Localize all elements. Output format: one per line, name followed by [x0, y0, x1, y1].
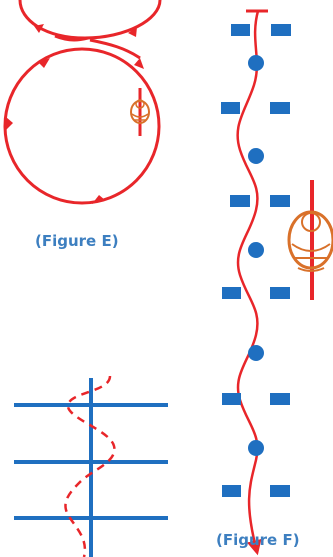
bottom-left-diagram	[14, 375, 168, 557]
marker-dot	[248, 148, 264, 164]
marker-dot	[248, 345, 264, 361]
arrow-head-icon	[6, 117, 13, 130]
gate-marker	[270, 393, 290, 405]
figure-e-caption: (Figure E)	[35, 232, 119, 250]
crossing-path-left	[54, 34, 89, 42]
blue-gate-markers	[221, 24, 291, 497]
figure-f	[221, 9, 333, 556]
upper-loop-path	[18, 0, 162, 40]
gate-marker	[221, 102, 240, 114]
gate-marker	[231, 24, 250, 36]
snake-path	[236, 10, 262, 556]
gate-marker	[270, 287, 290, 299]
figure-f-caption: (Figure F)	[216, 531, 300, 549]
gate-marker	[270, 195, 290, 207]
marker-dot	[248, 440, 264, 456]
figure-e	[3, 0, 162, 205]
skier-figure-icon	[130, 88, 150, 136]
arrow-head-icon	[38, 58, 50, 68]
marker-dot	[248, 55, 264, 71]
loop-circle	[3, 47, 161, 205]
marker-dot	[248, 242, 264, 258]
gate-marker	[270, 102, 290, 114]
crossing-path-right	[89, 38, 141, 60]
gate-marker	[222, 485, 241, 497]
arrow-head-icon	[134, 58, 144, 69]
arrow-head-icon	[34, 24, 44, 33]
gate-marker	[222, 287, 241, 299]
gate-marker	[270, 485, 290, 497]
skier-figure-icon	[287, 180, 333, 300]
gate-marker	[230, 195, 250, 207]
arrow-head-icon	[128, 27, 137, 37]
arrow-head-icon	[92, 195, 105, 204]
gate-marker	[222, 393, 241, 405]
dashed-wave-path	[64, 375, 116, 557]
blue-dots	[248, 55, 264, 456]
gate-marker	[271, 24, 291, 36]
